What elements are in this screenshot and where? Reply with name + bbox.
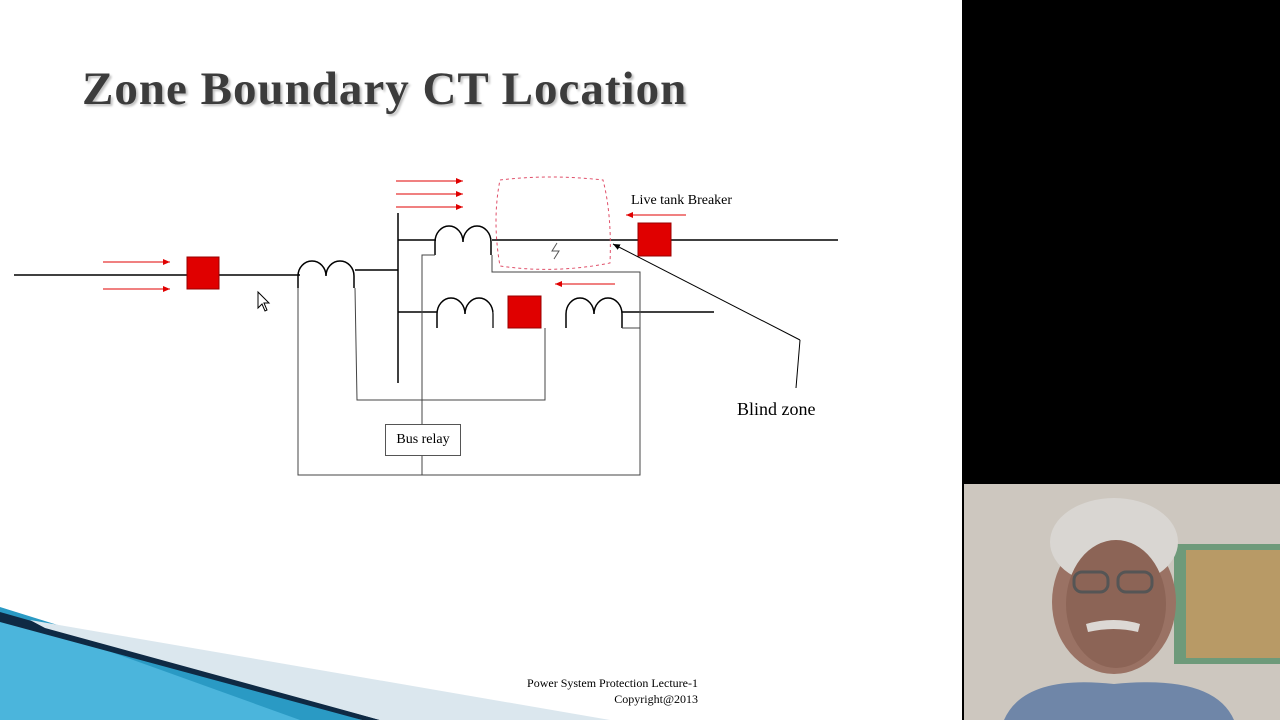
fault-symbol <box>551 242 560 260</box>
live-tank-breaker-label: Live tank Breaker <box>631 193 733 208</box>
lecturer-webcam <box>964 484 1280 720</box>
slide-footer: Power System Protection Lecture-1 Copyri… <box>505 675 698 707</box>
ct-coil-upper <box>434 225 492 255</box>
bus-relay-label: Bus relay <box>396 432 450 447</box>
bus-conductors <box>14 213 838 383</box>
breaker-lower-feeder <box>507 295 542 329</box>
blind-zone-pointer <box>612 243 801 389</box>
breaker-incoming <box>186 256 220 290</box>
mouse-cursor-icon <box>257 290 271 312</box>
breaker-live-tank <box>637 222 672 257</box>
footer-copyright: Copyright@2013 <box>614 692 698 706</box>
current-arrows <box>103 178 686 292</box>
bus-relay-box: Bus relay <box>385 424 461 456</box>
blind-zone-outline <box>495 176 611 270</box>
slide-title: Zone Boundary CT Location <box>82 63 688 115</box>
footer-lecture: Power System Protection Lecture-1 <box>527 676 698 690</box>
slide: Zone Boundary CT Location <box>0 0 962 720</box>
blind-zone-label: Blind zone <box>737 399 816 419</box>
ct-coil-incoming <box>297 260 355 288</box>
ct-coil-lower-right <box>565 297 623 328</box>
lecturer-video-frame <box>964 484 1280 720</box>
one-line-diagram <box>0 176 838 720</box>
ct-coil-lower-left <box>436 297 494 328</box>
ct-secondary-wiring <box>297 254 641 476</box>
